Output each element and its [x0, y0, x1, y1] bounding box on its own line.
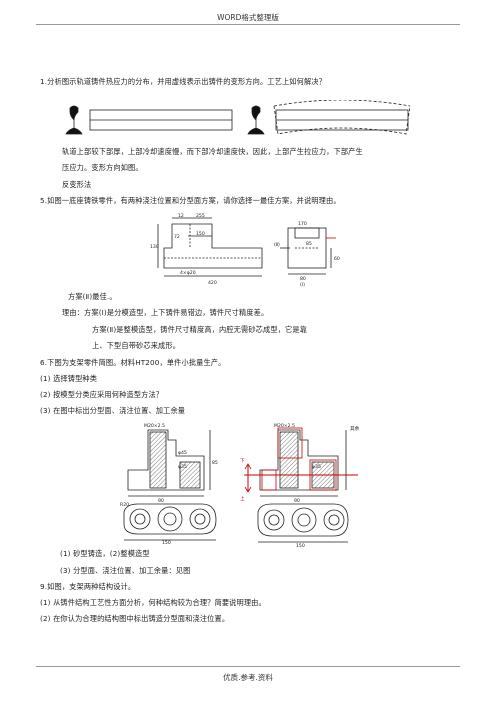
dim-label: M20×2.5 [274, 423, 295, 429]
q1-question: 1.分析图示轨道铸件热应力的分布，并用虚线表示出铸件的变形方向。工艺上如何解决？ [40, 77, 326, 86]
q5-question: 5.如图一底座铸铁零件，有两种浇注位置和分型面方案，请你选择一最佳方案，并说明理… [40, 196, 341, 205]
label-bottom: 下 [240, 458, 245, 464]
header-rule [36, 24, 460, 25]
plan-label: (Ⅱ) [274, 242, 280, 248]
dim-label: M20×2.5 [144, 423, 165, 429]
dim-label: 150 [162, 540, 171, 544]
bracket-plan [123, 503, 217, 535]
q1-answer-line1: 轨道上部较下部厚，上部冷却速度慢，而下部冷却速度快，因此，上部产生拉应力，下部产… [62, 147, 363, 156]
q5-reason2: 方案(Ⅱ)是整模造型，铸件尺寸精度高，内腔无需砂芯成型，它是靠 [92, 325, 308, 334]
q6-question: 6.下图为支架零件简图。材料HT200，单件小批量生产。 [40, 358, 226, 367]
dim-label: φ45 [178, 450, 187, 456]
plan-label: (Ⅰ) [300, 282, 305, 288]
deform-curve [273, 105, 411, 135]
q9-sub2: (2) 在你认为合理的结构图中标出铸造分型面和浇注位置。 [40, 614, 230, 623]
dim-label: 150 [196, 231, 205, 237]
rail-profile-left [65, 105, 83, 135]
dim-label: 12 [178, 213, 184, 219]
q5-answer: 方案(Ⅱ)最佳.。 [68, 292, 117, 301]
label-remaining: 其余 [350, 425, 360, 432]
page-footer: 优质.参考.资料 [223, 673, 273, 682]
dim-label: φ35 [312, 464, 321, 470]
bracket-elevation [127, 429, 205, 491]
page-header: WORD格式整理版 [217, 13, 279, 22]
q6-sub2: (2) 按模型分类应采用何种造型方法？ [40, 390, 164, 399]
label-top: 上 [240, 495, 245, 502]
dim-label: φ35 [178, 464, 187, 470]
q1-answer-line3: 反变形法 [62, 180, 92, 189]
q5-reason3: 上、下型自带砂芯来成形。 [92, 341, 181, 350]
dim-label: 170 [298, 221, 307, 227]
q6-sub1: (1) 选择铸型种类 [40, 374, 98, 383]
footer-rule [36, 666, 460, 667]
q1-answer-line2: 压应力。变形方向如图。 [62, 163, 143, 172]
dim-label: 130 [150, 244, 159, 250]
bracket-plan [257, 503, 349, 537]
rail-profile-right [247, 105, 265, 135]
dim-label: 255 [196, 213, 205, 219]
q5-base-figure: 12 255 150 130 72 4×φ20 420 170 (Ⅱ) 85 6… [150, 213, 340, 288]
dim-label: 85 [212, 460, 218, 466]
q9-question: 9.如图，支架两种结构设计。 [40, 582, 136, 591]
dim-label: 4×φ20 [180, 270, 196, 276]
front-view [163, 223, 263, 269]
dim-label: 72 [174, 234, 180, 240]
dim-label: R20 [120, 502, 129, 508]
q9-sub1: (1) 从铸件结构工艺性方面分析，何种结构较为合理？简要说明理由。 [40, 598, 266, 607]
q6-ans1: (1) 砂型铸造，(2)整模造型 [60, 549, 150, 558]
q1-rail-figure [65, 100, 411, 135]
q6-sub3: (3) 在图中标出分型面、浇注位置、加工余量 [40, 406, 186, 415]
dim-label: 80 [300, 276, 306, 282]
dim-label: 90 [158, 498, 164, 504]
dim-label: 85 [306, 241, 312, 247]
q5-reason1: 理由：方案(Ⅰ)是分模造型，上下铸件易错边，铸件尺寸精度差。 [62, 308, 269, 317]
q6-bracket-figure-left: M20×2.5 φ45 φ35 90 R20 150 85 [120, 423, 218, 544]
q6-ans2: (3) 分型面、浇注位置、加工余量：见图 [60, 566, 191, 575]
dim-label: 150 [296, 543, 305, 548]
dim-label: 420 [208, 280, 217, 286]
dim-label: 90 [294, 498, 300, 504]
machining-allowance [277, 427, 303, 459]
dim-label: 60 [334, 256, 340, 262]
deform-curve-top [273, 100, 411, 107]
q6-bracket-figure-right: M20×2.5 φ35 90 150 下 上 其余 [240, 423, 360, 548]
